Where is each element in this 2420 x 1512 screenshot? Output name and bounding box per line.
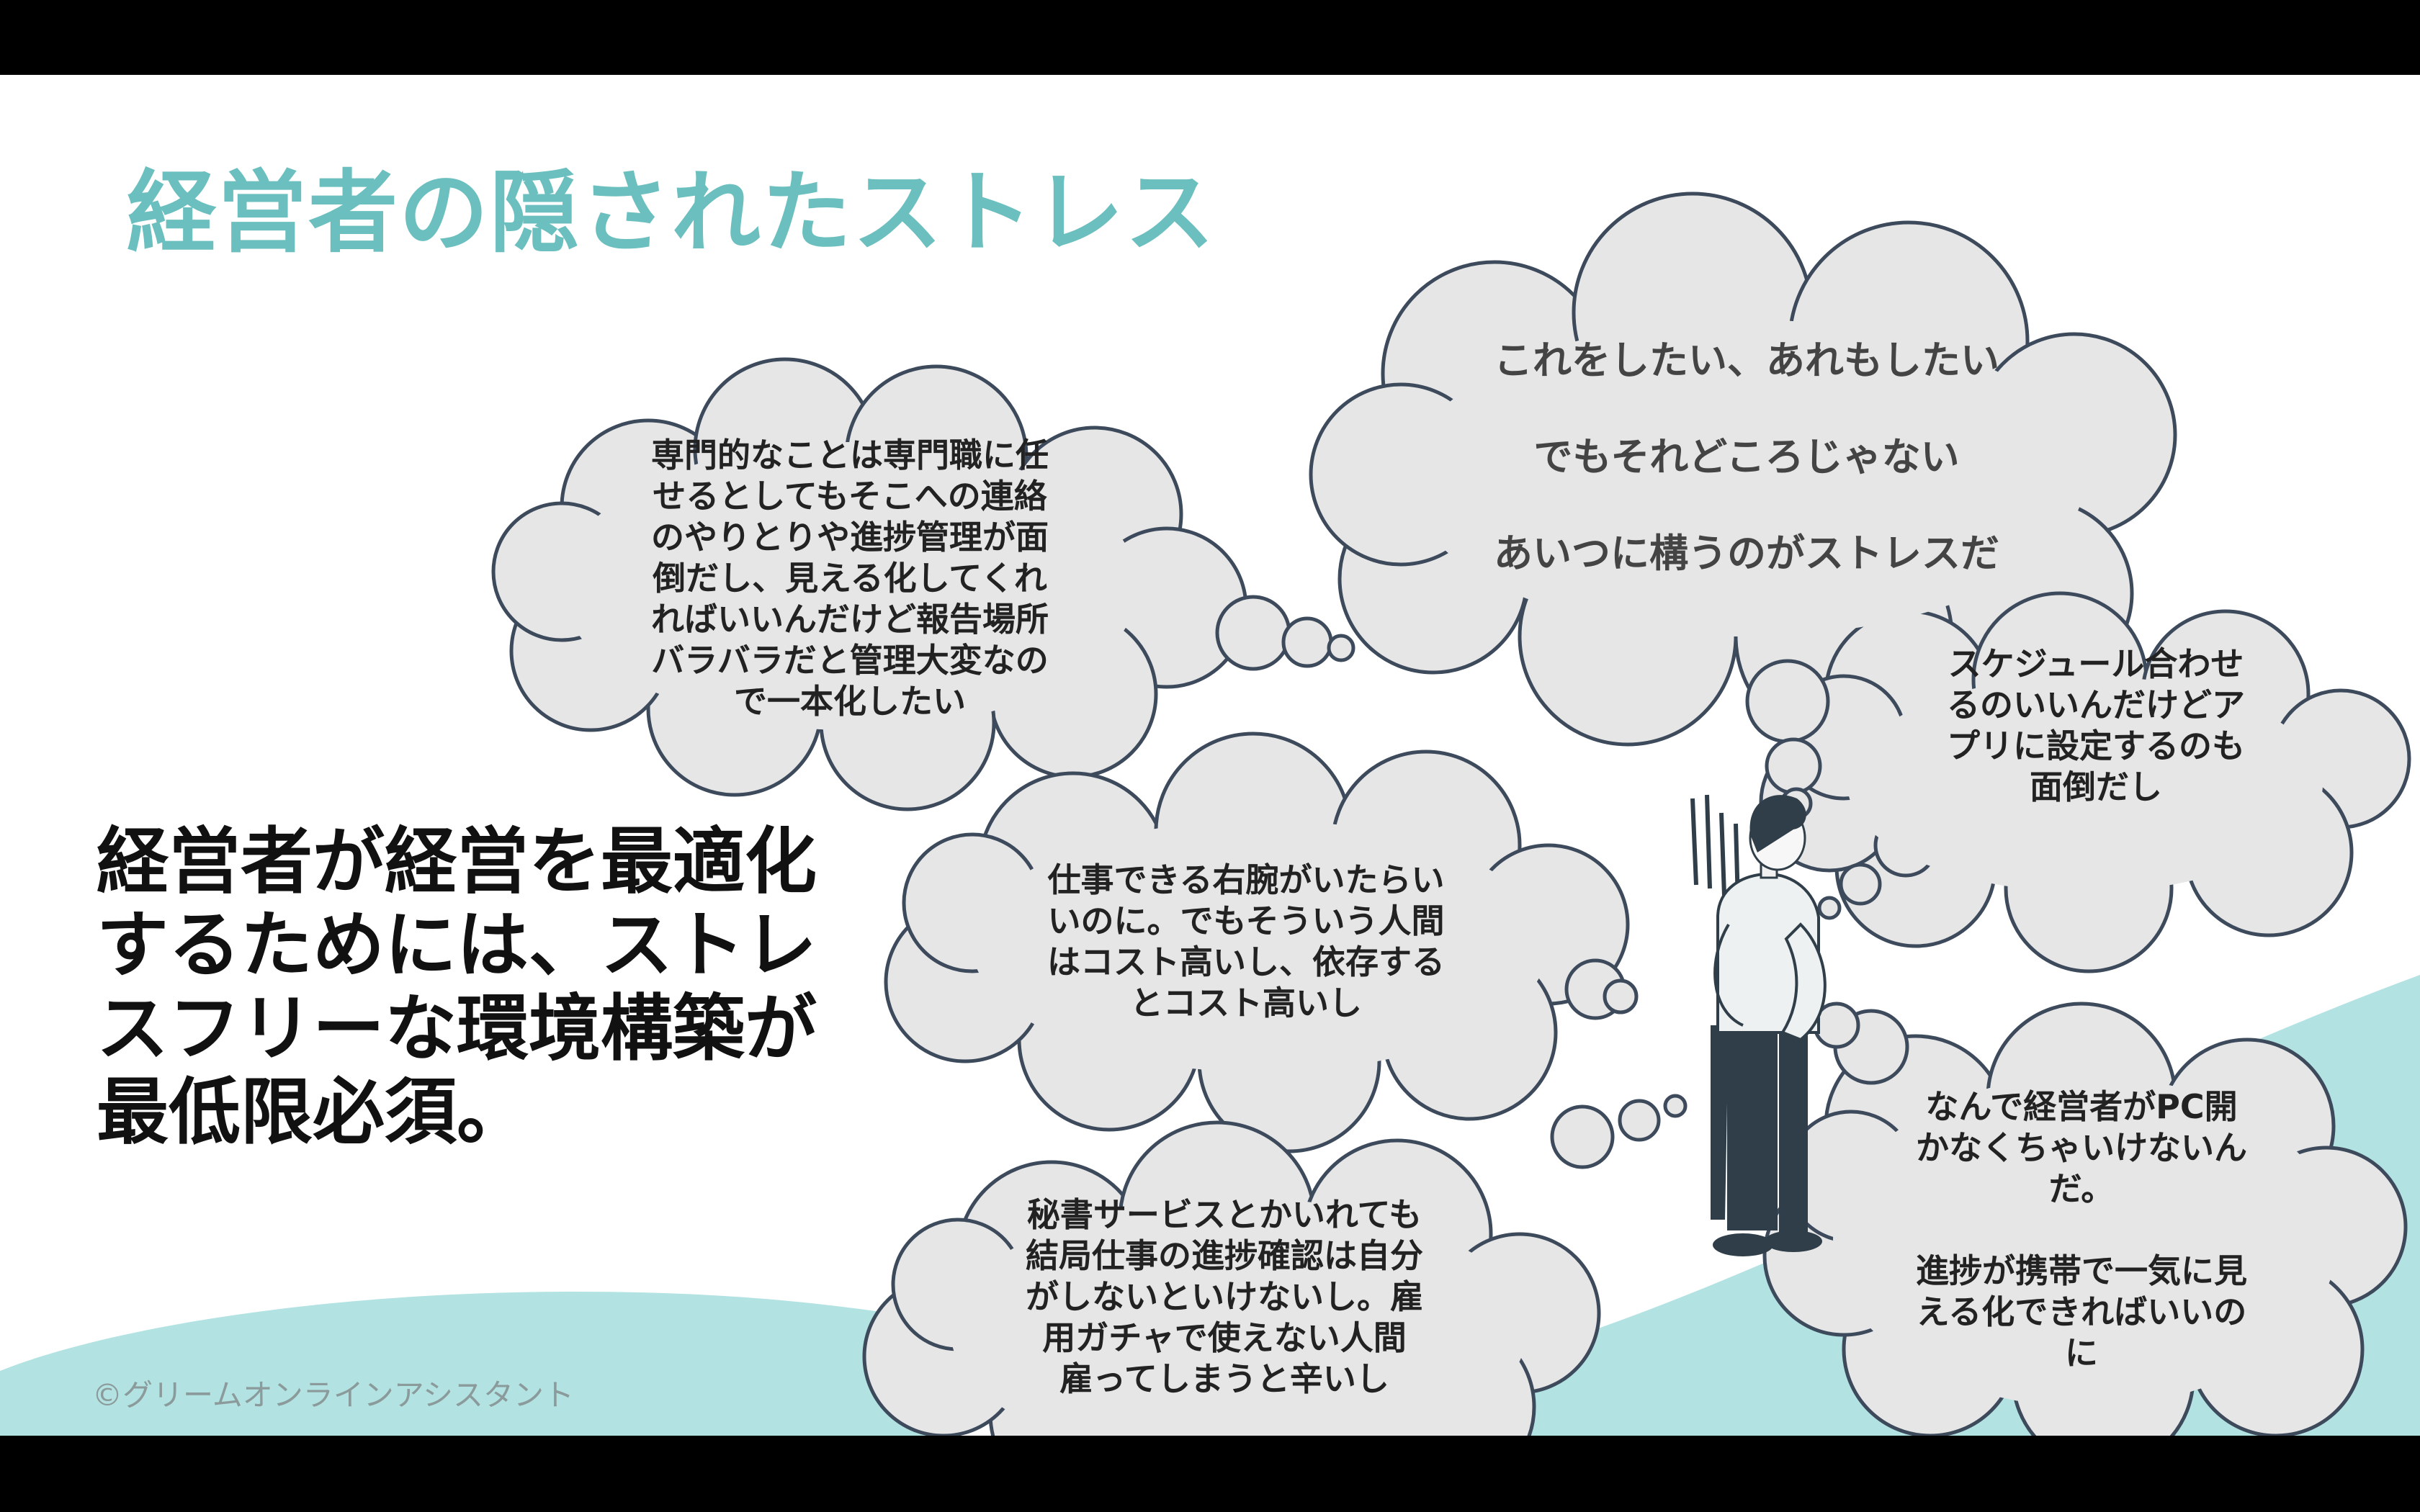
main-message-line: スフリーな環境構築が (97, 986, 817, 1071)
bubble-line: 専門的なことは専門職に任 (651, 436, 1049, 474)
bubble-line: かなくちゃいけないん (1916, 1128, 2247, 1167)
bubble-line: える化できればいいの (1916, 1292, 2247, 1331)
bubble-line: 結局仕事の進捗確認は自分 (1026, 1236, 1423, 1275)
bubble-line: ればいいんだけど報告場所 (651, 600, 1049, 639)
main-message-line: 経営者が経営を最適化 (97, 819, 817, 904)
bubble-line: プリに設定するのも (1947, 726, 2245, 765)
bubble-line: はコスト高いし、依存する (1047, 942, 1445, 981)
thought-dots-center (1564, 958, 1639, 1020)
thought-dots-bottom-right (1813, 1002, 1909, 1085)
bubble-line: 仕事できる右腕がいたらい (1047, 860, 1445, 899)
main-message-line: 最低限必須。 (97, 1070, 529, 1154)
thought-dots-bottom-left (1550, 1094, 1688, 1169)
bubble-line: がしないといけないし。雇 (1026, 1277, 1423, 1316)
bubble-line: スケジュール合わせ (1948, 644, 2244, 683)
slide: 経営者の隠されたストレス 経営者が経営を最適化 するためには、ストレ スフリーな… (0, 75, 2420, 1436)
ground-wave-left (0, 1292, 936, 1436)
slide-artwork (0, 192, 2420, 1436)
bubble-line: せるとしてもそこへの連絡 (653, 477, 1047, 516)
main-message-line: するためには、ストレ (97, 903, 817, 987)
bubble-line: いのに。でもそういう人間 (1047, 901, 1445, 940)
copyright-text: ©グリームオンラインアシスタント (92, 1377, 575, 1413)
bubble-text-center: 仕事できる右腕がいたらい いのに。でもそういう人間 はコスト高いし、依存する と… (1016, 860, 1476, 1024)
bubble-text-bottom-left: 秘書サービスとかいれても 結局仕事の進捗確認は自分 がしないといけないし。雇 用… (994, 1194, 1455, 1400)
bubble-line: でもそれどころじゃない (1533, 434, 1960, 480)
bubble-line: 秘書サービスとかいれても (1026, 1195, 1422, 1234)
bubble-text-bottom-right: なんで経営者がPC開 かなくちゃいけないん だ。 進捗が携帯で一気に見 える化で… (1894, 1086, 2269, 1374)
worried-person-illustration (1711, 795, 1827, 1256)
bubble-line: 倒だし、見える化してくれ (653, 559, 1047, 598)
bubble-text-top-right: これをしたい、あれもしたい でもそれどころじゃない あいつに構うのがストレスだ (1462, 312, 2031, 602)
bubble-line: 用ガチャで使えない人間 (1042, 1318, 1407, 1357)
bubble-line: バラバラだと管理大変なの (651, 641, 1049, 680)
thought-dots-top-right (1745, 659, 1830, 820)
bubble-line: だ。 (2048, 1169, 2115, 1208)
bubble-line: 雇ってしまうと辛いし (1059, 1359, 1389, 1398)
bubble-line: 面倒だし (2030, 768, 2162, 806)
bubble-line: るのいいんだけどア (1947, 685, 2245, 724)
bubble-spacer (1894, 1210, 2269, 1251)
main-message: 経営者が経営を最適化 するためには、ストレ スフリーな環境構築が 最低限必須。 (97, 820, 817, 1154)
bubble-text-middle-right: スケジュール合わせ るのいいんだけどア プリに設定するのも 面倒だし (1909, 644, 2283, 808)
slide-title: 経営者の隠されたストレス (127, 161, 1216, 265)
bubble-line: で一本化したい (734, 682, 966, 721)
bubble-line: に (2065, 1333, 2098, 1372)
bubble-line: 進捗が携帯で一気に見 (1916, 1251, 2247, 1290)
thought-dots-upper-left (1215, 595, 1355, 671)
bubble-line: のやりとりや進捗管理が面 (651, 518, 1049, 557)
bubble-line: これをしたい、あれもしたい (1494, 338, 1999, 383)
bubble-line: なんで経営者がPC開 (1925, 1087, 2238, 1126)
bubble-line: あいつに構うのがストレスだ (1494, 531, 1999, 576)
bubble-line: とコスト高いし (1130, 984, 1362, 1022)
bubble-text-upper-left: 専門的なことは専門職に任 せるとしてもそこへの連絡 のやりとりや進捗管理が面 倒… (619, 435, 1080, 722)
